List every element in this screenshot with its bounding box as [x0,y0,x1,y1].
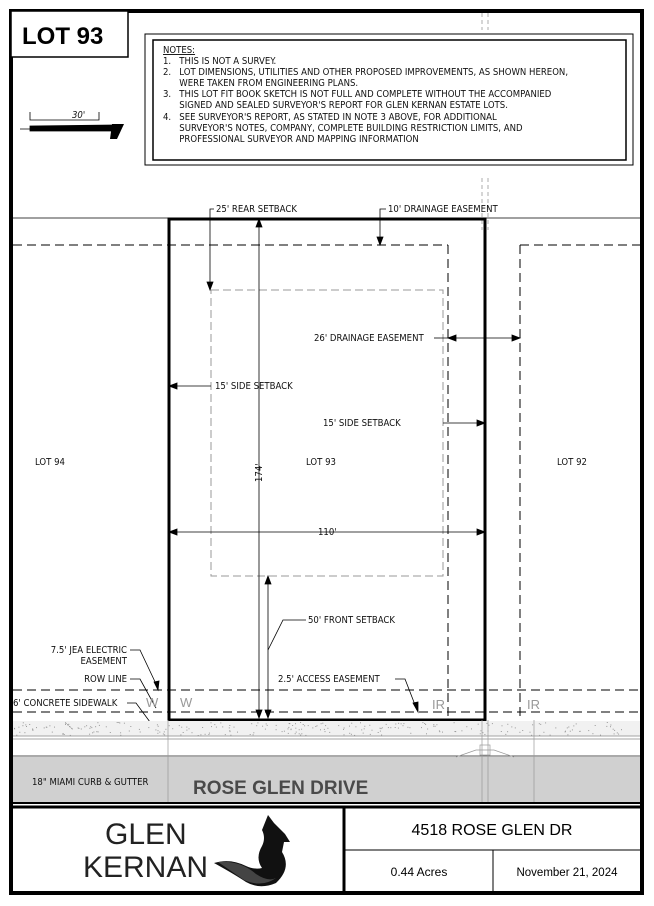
note-line: WERE TAKEN FROM ENGINEERING PLANS. [163,78,358,89]
brand-line-2: KERNAN [83,851,208,884]
notes-box-outer [144,33,634,166]
rear-setback-label: 25' REAR SETBACK [216,204,297,215]
dimension-lines [127,208,522,783]
notes-heading: NOTES: [163,45,195,56]
lot-depth-label: 174' [254,463,265,482]
note-line: 1. THIS IS NOT A SURVEY. [163,56,276,67]
curb-label: 18" MIAMI CURB & GUTTER [32,777,149,788]
address: 4518 ROSE GLEN DR [412,822,573,839]
note-line: 2. LOT DIMENSIONS, UTILITIES AND OTHER P… [163,67,568,78]
lot-label: LOT 93 [22,23,103,50]
drainage-easement-26-label: 26' DRAINAGE EASEMENT [314,333,424,344]
lot-width-label: 110' [318,527,337,538]
brand-line-1: GLEN [105,818,187,851]
date: November 21, 2024 [516,867,618,879]
front-setback-label: 50' FRONT SETBACK [308,615,395,626]
scale-label: 30' [72,110,85,121]
road [13,757,640,803]
lot-92-label: LOT 92 [557,457,587,468]
lot-label-box [10,10,129,58]
note-line: 3. THIS LOT FIT BOOK SKETCH IS NOT FULL … [163,89,552,100]
sidewalk-label: 6' CONCRETE SIDEWALK [13,698,118,709]
easement-lines [13,244,640,716]
side-setback-left-label: 15' SIDE SETBACK [215,381,293,392]
iron-rod-marker: IR [527,697,540,712]
jea-easement-label: 7.5' JEA ELECTRIC [51,645,127,656]
scale-bar: 30' [20,110,124,139]
water-marker: W [146,695,159,710]
water-marker: W [180,695,193,710]
acreage: 0.44 Acres [391,865,448,879]
utility-crossings [167,720,535,803]
note-line: SIGNED AND SEALED SURVEYOR'S REPORT FOR … [163,100,508,111]
jea-easement-label-2: EASEMENT [81,656,128,667]
note-line: 4. SEE SURVEYOR'S REPORT, AS STATED IN N… [163,112,497,123]
row-line-label: ROW LINE [84,674,127,685]
notes-list: 1. THIS IS NOT A SURVEY. 2. LOT DIMENSIO… [163,56,568,145]
drainage-easement-10-label: 10' DRAINAGE EASEMENT [388,204,498,215]
fox-logo-icon [214,815,290,887]
access-easement-label: 2.5' ACCESS EASEMENT [278,674,380,685]
lot-93-label: LOT 93 [306,457,336,468]
lot-boundary [167,217,487,722]
north-arrow-icon [110,124,124,139]
lot-94-label: LOT 94 [35,457,65,468]
side-setback-right-label: 15' SIDE SETBACK [323,418,401,429]
note-line: PROFESSIONAL SURVEYOR AND MAPPING INFORM… [163,134,419,145]
road-name: ROSE GLEN DRIVE [193,778,368,799]
note-line: SURVEYOR'S NOTES, COMPANY, COMPLETE BUIL… [163,123,523,134]
utility-line [481,13,489,230]
iron-rod-marker: IR [432,697,445,712]
sheet-border [9,9,644,895]
buildable-area [210,289,444,577]
notes-box [152,39,627,161]
